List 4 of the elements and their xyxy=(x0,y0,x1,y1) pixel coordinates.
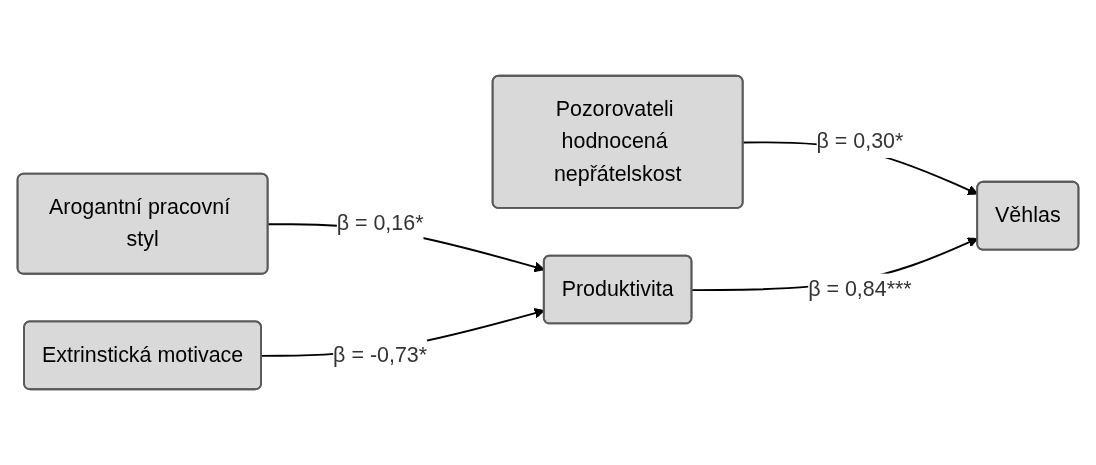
edge-label: β = 0,16* xyxy=(336,211,424,236)
edge-label: β = 0,30* xyxy=(816,129,904,154)
edge-label: β = -0,73* xyxy=(333,342,428,367)
edge-label: β = 0,84*** xyxy=(808,277,912,301)
